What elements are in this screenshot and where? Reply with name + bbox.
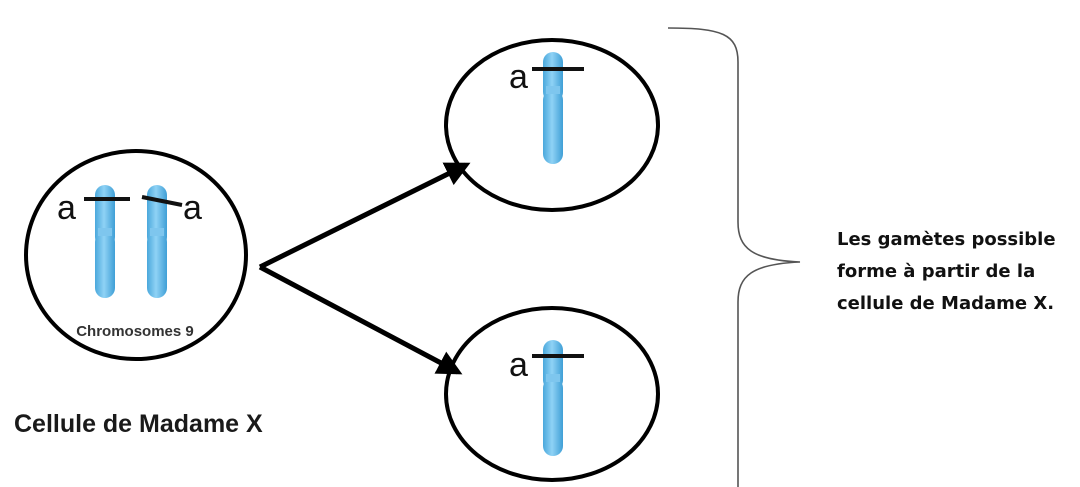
bracket-note-line-2: forme à partir de la (837, 261, 1035, 282)
mother-cell: a a Chromosomes 9 (24, 149, 248, 361)
gamete-top-membrane (444, 38, 660, 212)
gametes-bracket (667, 27, 801, 487)
arrow-to-top-gamete (258, 162, 471, 270)
bracket-note-line-1: Les gamètes possible (837, 229, 1056, 250)
gamete-top-chromosome (543, 52, 563, 164)
locus-mark-right (141, 195, 183, 207)
gamete-bottom: a (444, 306, 660, 482)
allele-label-right: a (183, 189, 202, 227)
bracket-note: Les gamètes possible forme à partir de l… (837, 229, 1056, 314)
gamete-bottom-membrane (444, 306, 660, 482)
mother-cell-caption: Cellule de Madame X (14, 410, 263, 438)
gamete-top-allele-label: a (509, 58, 528, 96)
division-arrows (258, 162, 471, 375)
allele-label-left: a (57, 189, 76, 227)
chromosome-left (95, 185, 115, 298)
chromosome-caption: Chromosomes 9 (76, 323, 194, 340)
arrow-to-bottom-gamete (258, 264, 463, 375)
bracket-note-line-3: cellule de Madame X. (837, 293, 1054, 314)
gamete-bottom-chromosome (543, 340, 563, 456)
mother-cell-membrane (24, 149, 248, 361)
gamete-bottom-allele-label: a (509, 346, 528, 384)
gamete-top: a (444, 38, 660, 212)
